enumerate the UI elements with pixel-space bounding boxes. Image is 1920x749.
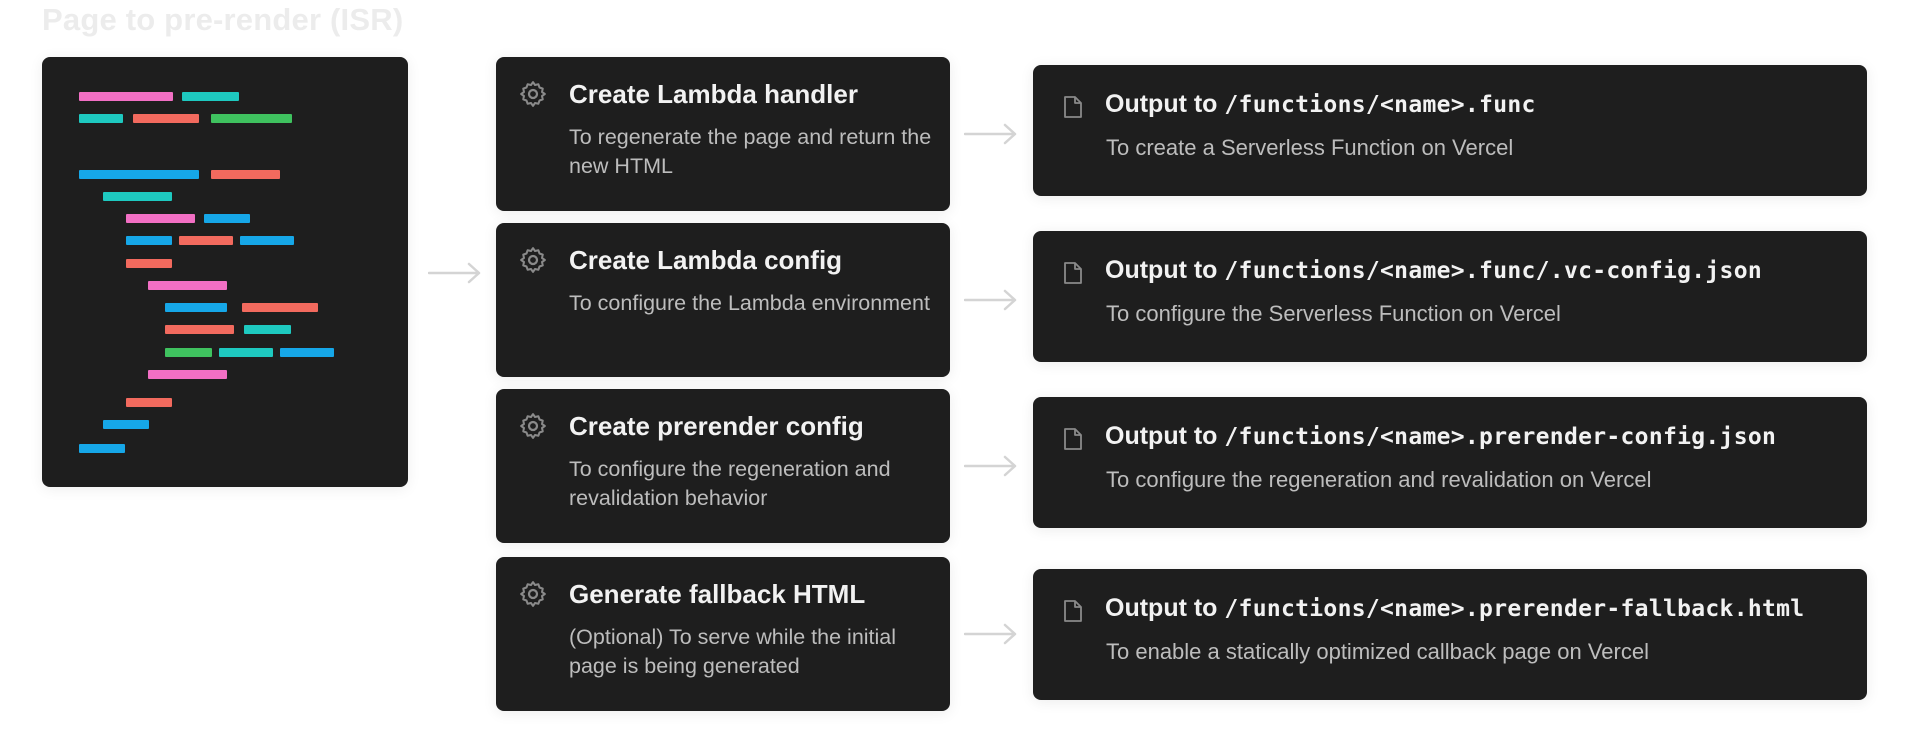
output-path: /functions/<name>.prerender-fallback.htm… — [1224, 596, 1805, 622]
code-line — [103, 420, 149, 429]
code-line — [79, 444, 125, 453]
arrow-right-icon — [964, 455, 1017, 477]
output-description: To configure the Serverless Function on … — [1106, 301, 1561, 326]
step-description: To configure the regeneration and revali… — [569, 457, 891, 510]
arrow-right-icon — [964, 623, 1017, 645]
output-description: To create a Serverless Function on Verce… — [1106, 135, 1514, 160]
code-line — [103, 192, 172, 201]
code-line — [244, 325, 291, 334]
arrow-right-icon — [964, 289, 1017, 311]
output-description: To configure the regeneration and revali… — [1106, 467, 1652, 492]
code-line — [219, 348, 273, 357]
code-line — [165, 325, 234, 334]
output-path: /functions/<name>.func — [1224, 92, 1536, 118]
code-line — [242, 303, 318, 312]
step-title: Generate fallback HTML — [569, 579, 866, 609]
step-card-lambda-handler: Create Lambda handler To regenerate the … — [496, 57, 950, 211]
step-card-lambda-config: Create Lambda config To configure the La… — [496, 223, 950, 377]
code-line — [165, 348, 212, 357]
code-line — [148, 370, 227, 379]
step-description: To configure the Lambda environment — [569, 291, 930, 315]
code-line — [126, 398, 172, 407]
step-title: Create prerender config — [569, 411, 864, 441]
code-line — [126, 236, 172, 245]
code-line — [211, 170, 280, 179]
page-title: Page to pre-render (ISR) — [42, 2, 404, 37]
output-path: /functions/<name>.prerender-config.json — [1224, 424, 1777, 450]
code-line — [79, 92, 173, 101]
output-card-func: Output to /functions/<name>.func To crea… — [1033, 65, 1867, 196]
output-card-prerender-fallback: Output to /functions/<name>.prerender-fa… — [1033, 569, 1867, 700]
output-title: Output to /functions/<name>.func/.vc-con… — [1105, 256, 1762, 285]
output-prefix: Output to — [1105, 256, 1225, 284]
output-card-vc-config: Output to /functions/<name>.func/.vc-con… — [1033, 231, 1867, 362]
gear-icon — [520, 581, 546, 607]
step-title: Create Lambda config — [569, 245, 843, 275]
output-card-prerender-config: Output to /functions/<name>.prerender-co… — [1033, 397, 1867, 528]
code-line — [280, 348, 334, 357]
output-path: /functions/<name>.func/.vc-config.json — [1224, 258, 1762, 284]
code-line — [126, 259, 172, 268]
output-description: To enable a statically optimized callbac… — [1106, 639, 1649, 664]
step-title: Create Lambda handler — [569, 79, 858, 109]
code-line — [165, 303, 227, 312]
output-title: Output to /functions/<name>.prerender-fa… — [1105, 594, 1804, 623]
file-icon — [1064, 428, 1082, 450]
code-line — [204, 214, 250, 223]
output-prefix: Output to — [1105, 422, 1225, 450]
output-title: Output to /functions/<name>.func — [1105, 90, 1536, 119]
code-line — [182, 92, 239, 101]
code-line — [133, 114, 199, 123]
step-description: To regenerate the page and return the ne… — [569, 125, 932, 178]
output-prefix: Output to — [1105, 90, 1225, 118]
file-icon — [1064, 262, 1082, 284]
code-line — [79, 114, 123, 123]
gear-icon — [520, 81, 546, 107]
gear-icon — [520, 413, 546, 439]
step-description: (Optional) To serve while the initial pa… — [569, 625, 897, 678]
file-icon — [1064, 600, 1082, 622]
step-card-prerender-config: Create prerender config To configure the… — [496, 389, 950, 543]
output-title: Output to /functions/<name>.prerender-co… — [1105, 422, 1776, 451]
step-card-fallback-html: Generate fallback HTML (Optional) To ser… — [496, 557, 950, 711]
file-icon — [1064, 96, 1082, 118]
arrow-right-icon — [964, 123, 1017, 145]
code-line — [211, 114, 292, 123]
code-line — [148, 281, 227, 290]
gear-icon — [520, 247, 546, 273]
output-prefix: Output to — [1105, 594, 1225, 622]
code-line — [126, 214, 195, 223]
arrow-right-icon — [428, 262, 481, 284]
code-line — [179, 236, 233, 245]
code-illustration-card — [42, 57, 408, 487]
code-line — [79, 170, 199, 179]
code-line — [240, 236, 294, 245]
